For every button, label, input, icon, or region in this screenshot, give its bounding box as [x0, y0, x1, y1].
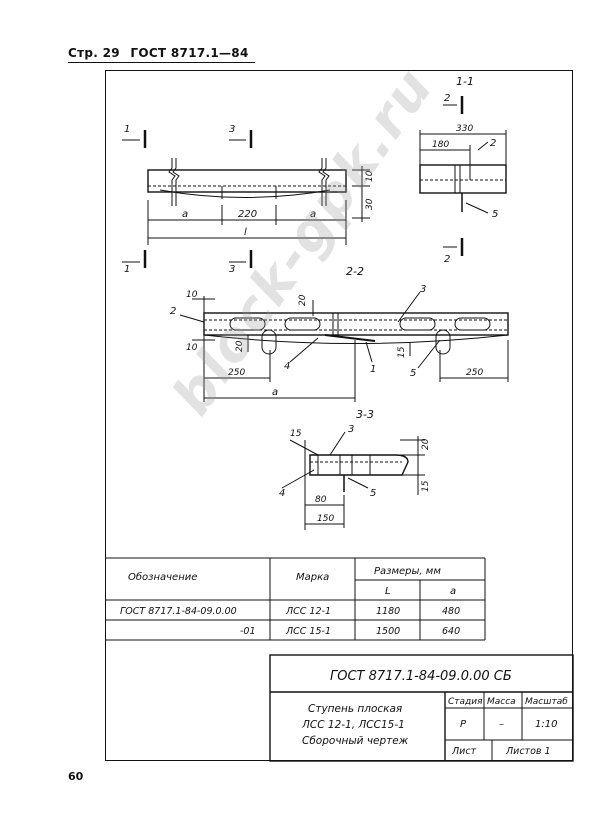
- drawing-name-line2: ЛСС 12-1, ЛСС15-1: [301, 719, 405, 731]
- elevation-view: [122, 130, 370, 268]
- cut-mark-2-top: 2: [444, 93, 450, 104]
- leader-5-sec33: 5: [370, 488, 376, 499]
- dim-180: 180: [432, 140, 449, 150]
- dim-10-bottom: 10: [186, 343, 198, 353]
- dim-250-right: 250: [466, 368, 483, 378]
- standard-code: ГОСТ 8717.1—84: [130, 46, 249, 60]
- row1-mark: ЛСС 12-1: [285, 606, 331, 617]
- leader-3-sec33: 3: [348, 424, 354, 435]
- drawing-name-line1: Ступень плоская: [308, 703, 402, 715]
- row2-a: 640: [442, 626, 460, 637]
- page-header: Стр. 29 ГОСТ 8717.1—84: [68, 46, 255, 63]
- cut-mark-3-bottom: 3: [229, 264, 235, 275]
- page-number: 60: [68, 770, 84, 783]
- section-1-1-view: [419, 96, 507, 256]
- cut-mark-3-top: 3: [229, 124, 235, 135]
- dim-250-left: 250: [228, 368, 245, 378]
- doc-code: ГОСТ 8717.1-84-09.0.00 СБ: [330, 669, 512, 684]
- row2-mark: ЛСС 15-1: [285, 626, 331, 637]
- cut-mark-1-top: 1: [124, 124, 130, 135]
- scale-label: Масштаб: [525, 697, 568, 707]
- dim-20-vertical: 20: [235, 340, 245, 352]
- mass-label: Масса: [487, 697, 516, 707]
- leader-4-sec22: 4: [284, 361, 290, 372]
- row2-designation: -01: [240, 626, 256, 637]
- section-3-3-view: [281, 431, 425, 530]
- scale-value: 1:10: [535, 719, 557, 730]
- col-a: a: [450, 586, 456, 597]
- section-2-2-view: [179, 291, 509, 402]
- dim-15-vertical: 15: [397, 346, 407, 358]
- dim-220: 220: [238, 209, 257, 220]
- dim-30-vertical: 30: [365, 198, 375, 210]
- mass-value: –: [499, 719, 504, 730]
- dim-a-left: a: [182, 209, 188, 220]
- sheet-label: Лист: [451, 746, 477, 757]
- dim-330: 330: [456, 124, 473, 134]
- dim-150: 150: [317, 514, 334, 524]
- section-2-2-title: 2-2: [346, 265, 364, 278]
- leader-2-sec22: 2: [170, 306, 176, 317]
- dim-20-33: 20: [421, 438, 431, 450]
- leader-2-sec11: 2: [490, 138, 496, 149]
- dim-80: 80: [315, 495, 327, 505]
- leader-5-sec11: 5: [492, 209, 498, 220]
- leader-5-sec22: 5: [410, 368, 416, 379]
- row1-L: 1180: [376, 606, 400, 617]
- dim-10-vertical: 10: [365, 170, 375, 182]
- row2-L: 1500: [376, 626, 400, 637]
- title-block-grid: [269, 654, 574, 762]
- section-3-3-title: 3-3: [356, 408, 374, 421]
- dim-15-33: 15: [290, 429, 302, 439]
- drawing-name-line3: Сборочный чертеж: [302, 735, 409, 747]
- dim-15b-33: 15: [421, 480, 431, 492]
- dim-10-top: 10: [186, 290, 198, 300]
- row1-designation: ГОСТ 8717.1-84-09.0.00: [120, 606, 237, 617]
- spec-table-grid: [105, 557, 486, 641]
- leader-4-sec33: 4: [279, 488, 285, 499]
- stage-label: Стадия: [448, 697, 483, 707]
- cut-mark-2-bottom: 2: [444, 254, 450, 265]
- section-1-1-title: 1-1: [456, 75, 474, 88]
- col-designation: Обозначение: [128, 571, 197, 583]
- dim-a-section: a: [272, 387, 278, 398]
- col-L: L: [385, 586, 391, 597]
- row1-a: 480: [442, 606, 460, 617]
- dim-L: l: [244, 227, 247, 238]
- page-label: Стр. 29: [68, 46, 120, 60]
- stage-value: Р: [460, 719, 467, 730]
- dim-20-top: 20: [298, 294, 308, 306]
- cut-mark-1-bottom: 1: [124, 264, 130, 275]
- sheets-count: Листов 1: [505, 746, 551, 757]
- leader-1-sec22: 1: [370, 364, 376, 375]
- leader-3-sec22: 3: [420, 284, 426, 295]
- col-mark: Марка: [296, 572, 329, 583]
- col-sizes: Размеры, мм: [374, 566, 441, 577]
- dim-a-right: a: [310, 209, 316, 220]
